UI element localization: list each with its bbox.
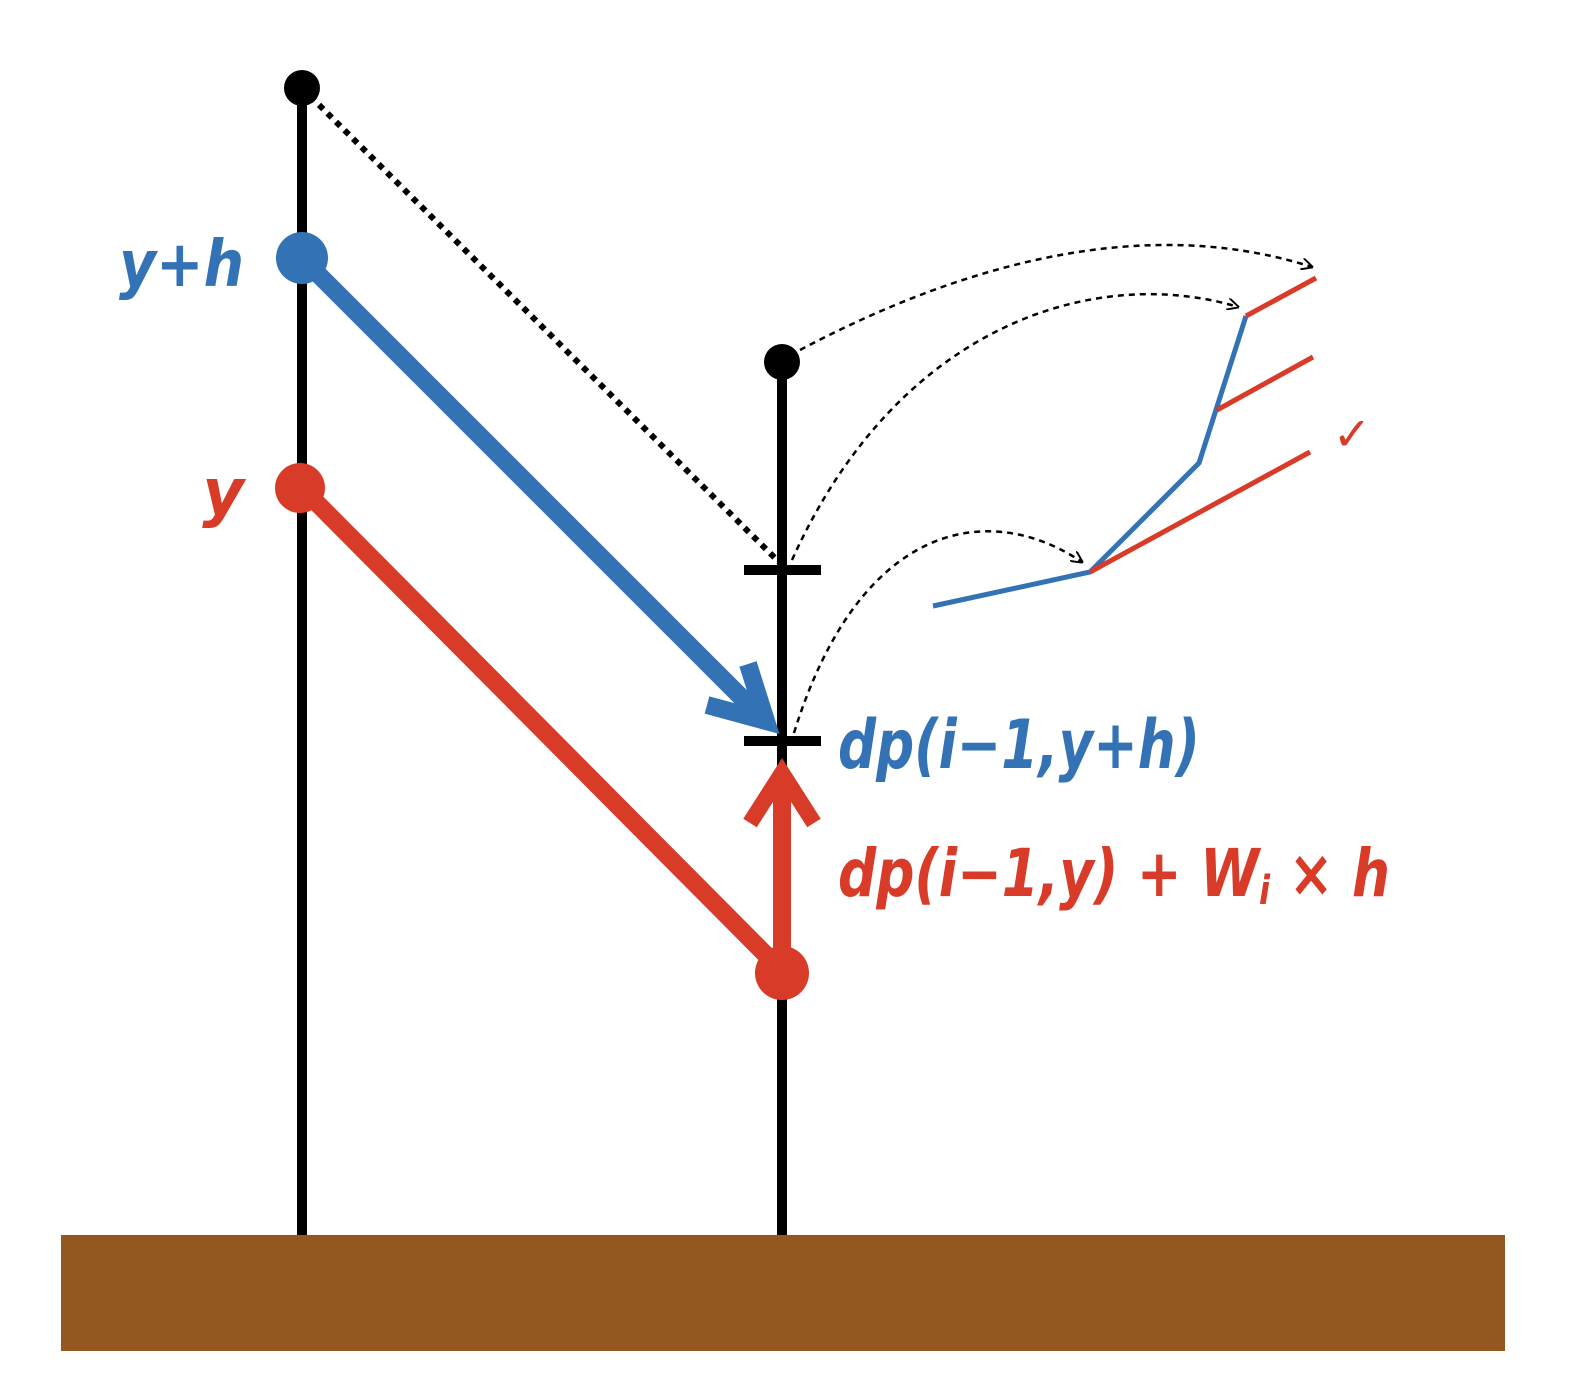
blue-arrow-head bbox=[704, 661, 780, 734]
hull-red-line-top bbox=[1244, 275, 1318, 319]
label-dp-red: dp(i−1,y) + Wi × h bbox=[838, 835, 1390, 914]
red-up-arrow-head bbox=[743, 758, 821, 828]
middle-pole-top-point bbox=[764, 344, 800, 380]
label-dp-red-main: dp(i−1,y) + W bbox=[838, 835, 1262, 912]
hull-blue-polyline bbox=[932, 315, 1249, 609]
dashed-arrow-middle bbox=[790, 292, 1238, 561]
blue-arrow-line bbox=[295, 251, 765, 721]
hull-red-line-bottom bbox=[1088, 449, 1312, 575]
dotted-diagonal bbox=[299, 85, 785, 568]
red-point-middle bbox=[755, 946, 809, 1000]
red-point-y bbox=[275, 463, 325, 513]
hull-red-line-middle bbox=[1215, 354, 1315, 413]
dashed-arrow-top bbox=[799, 243, 1312, 352]
label-y: y bbox=[202, 456, 246, 530]
label-dp-red-suffix: × h bbox=[1270, 835, 1390, 912]
label-dp-blue: dp(i−1,y+h) bbox=[838, 706, 1200, 785]
ground bbox=[61, 1235, 1505, 1351]
red-diagonal-line bbox=[295, 481, 789, 978]
blue-point-y-plus-h bbox=[276, 232, 328, 284]
dashed-arrow-bottom bbox=[792, 530, 1082, 734]
label-y-plus-h: y+h bbox=[119, 228, 244, 302]
label-dp-red-subscript: i bbox=[1259, 868, 1271, 914]
check-mark: ✓ bbox=[1333, 407, 1372, 461]
